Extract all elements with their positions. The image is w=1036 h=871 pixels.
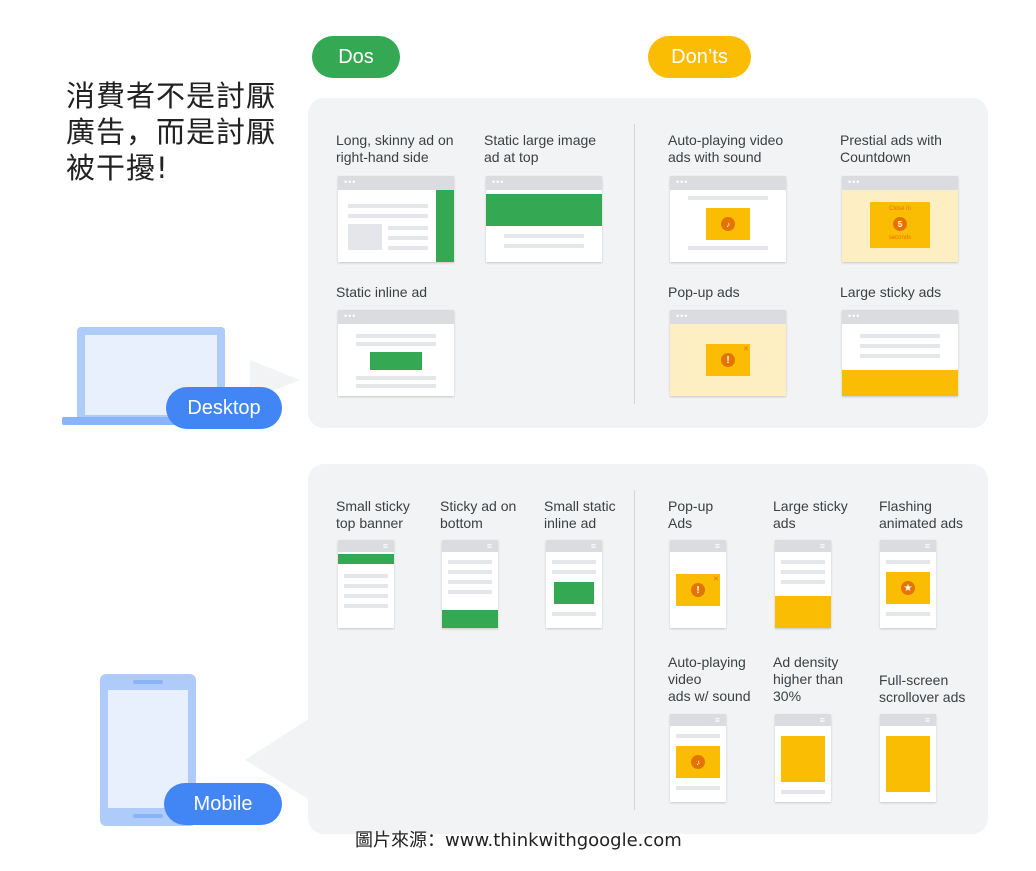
headline: 消費者不是討厭 廣告，而是討厭 被干擾! — [66, 78, 306, 186]
mobile-dont-6-mockup: ≡ — [880, 714, 936, 802]
mobile-panel: Small sticky top banner ≡ Sticky ad on b… — [308, 464, 988, 834]
label-line: top banner — [336, 515, 403, 531]
dos-donts-divider — [634, 124, 635, 404]
mobile-dont-4-label: Auto-playing video ads w/ sound — [668, 654, 751, 705]
label-line: ads — [773, 515, 796, 531]
desktop-do-2-mockup: ••• — [486, 176, 602, 262]
label-line: animated ads — [879, 515, 964, 531]
ad-block — [442, 610, 498, 628]
label-line: ads w/ sound — [668, 688, 751, 704]
label-line: 30% — [773, 688, 802, 704]
mobile-badge: Mobile — [164, 783, 282, 825]
label-line: ad at top — [484, 149, 539, 165]
label-line: higher than — [773, 671, 844, 687]
desktop-do-1-label: Long, skinny ad on right-hand side — [336, 132, 454, 166]
label-line: Static inline ad — [336, 284, 428, 300]
label-line: Flashing — [879, 498, 932, 514]
mobile-dont-1-mockup: ≡ ✕ ! — [670, 540, 726, 628]
desktop-do-2-label: Static large image ad at top — [484, 132, 596, 166]
desktop-panel: Long, skinny ad on right-hand side ••• S… — [308, 98, 988, 428]
dos-badge: Dos — [312, 36, 400, 78]
exclamation-icon: ! — [721, 353, 735, 367]
mobile-do-3-mockup: ≡ — [546, 540, 602, 628]
mobile-dont-2-mockup: ≡ — [775, 540, 831, 628]
mobile-do-1-mockup: ≡ — [338, 540, 394, 628]
label-line: Long, skinny ad on — [336, 132, 454, 148]
label-line: Large sticky ads — [840, 284, 942, 300]
ad-block — [781, 736, 825, 782]
label-line: Auto-playing video — [668, 132, 784, 148]
countdown-unit: seconds — [888, 235, 912, 241]
desktop-dont-1-label: Auto-playing video ads with sound — [668, 132, 783, 166]
mobile-dont-3-mockup: ≡ ★ — [880, 540, 936, 628]
donts-badge: Don’ts — [648, 36, 751, 78]
label-line: Ad density — [773, 654, 839, 670]
label-line: Auto-playing — [668, 654, 746, 670]
desktop-badge: Desktop — [166, 387, 282, 429]
label-line: Countdown — [840, 149, 911, 165]
star-icon: ★ — [901, 581, 915, 595]
label-line: scrollover ads — [879, 689, 966, 705]
speaker-icon: ♪ — [721, 217, 735, 231]
mobile-dont-5-mockup: ≡ — [775, 714, 831, 802]
ad-block — [842, 370, 958, 396]
mobile-do-2-label: Sticky ad on bottom — [440, 498, 516, 532]
label-line: right-hand side — [336, 149, 429, 165]
ad-block — [436, 190, 454, 262]
headline-line-3: 被干擾! — [66, 151, 169, 185]
desktop-do-1-mockup: ••• — [338, 176, 454, 262]
ad-block — [370, 352, 422, 370]
mobile-dont-4-mockup: ≡ ♪ — [670, 714, 726, 802]
mobile-do-1-label: Small sticky top banner — [336, 498, 410, 532]
ad-block — [554, 582, 594, 604]
label-line: Pop-up — [668, 498, 714, 514]
mobile-dont-2-label: Large sticky ads — [773, 498, 848, 532]
desktop-dont-2-label: Prestial ads with Countdown — [840, 132, 942, 166]
mobile-dont-3-label: Flashing animated ads — [879, 498, 963, 532]
countdown-text: Close in — [889, 206, 911, 212]
headline-line-1: 消費者不是討厭 — [66, 79, 277, 113]
ad-block — [886, 736, 930, 792]
label-line: Sticky ad on — [440, 498, 517, 514]
label-line: Large sticky — [773, 498, 848, 514]
desktop-do-3-mockup: ••• — [338, 310, 454, 396]
label-line: Prestial ads with — [840, 132, 942, 148]
desktop-dont-3-mockup: ••• ✕ ! — [670, 310, 786, 396]
label-line: Full-screen — [879, 672, 949, 688]
headline-line-2: 廣告，而是討厭 — [66, 115, 277, 149]
mobile-dont-1-label: Pop-up Ads — [668, 498, 713, 532]
mobile-dont-6-label: Full-screen scrollover ads — [879, 672, 965, 706]
speaker-icon: ♪ — [691, 755, 705, 769]
label-line: inline ad — [544, 515, 597, 531]
ad-block — [775, 596, 831, 628]
label-line: Static large image — [484, 132, 597, 148]
close-icon: ✕ — [713, 576, 719, 583]
exclamation-icon: ! — [691, 583, 705, 597]
ad-block — [486, 194, 602, 226]
label-line: bottom — [440, 515, 483, 531]
ad-block — [338, 554, 394, 564]
countdown-number: 5 — [893, 217, 907, 231]
desktop-dont-3-label: Pop-up ads — [668, 284, 740, 301]
source-caption: 圖片來源：www.thinkwithgoogle.com — [355, 830, 682, 851]
desktop-dont-1-mockup: ••• ♪ — [670, 176, 786, 262]
desktop-dont-2-mockup: ••• Close in 5 seconds — [842, 176, 958, 262]
dos-donts-divider — [634, 490, 635, 810]
label-line: video — [668, 671, 702, 687]
label-line: Small sticky — [336, 498, 410, 514]
mobile-dont-5-label: Ad density higher than 30% — [773, 654, 843, 705]
mobile-do-2-mockup: ≡ — [442, 540, 498, 628]
label-line: ads with sound — [668, 149, 762, 165]
label-line: Small static — [544, 498, 616, 514]
desktop-dont-4-label: Large sticky ads — [840, 284, 941, 301]
desktop-do-3-label: Static inline ad — [336, 284, 427, 301]
label-line: Pop-up ads — [668, 284, 740, 300]
desktop-dont-4-mockup: ••• — [842, 310, 958, 396]
mobile-do-3-label: Small static inline ad — [544, 498, 616, 532]
close-icon: ✕ — [743, 346, 749, 353]
label-line: Ads — [668, 515, 693, 531]
